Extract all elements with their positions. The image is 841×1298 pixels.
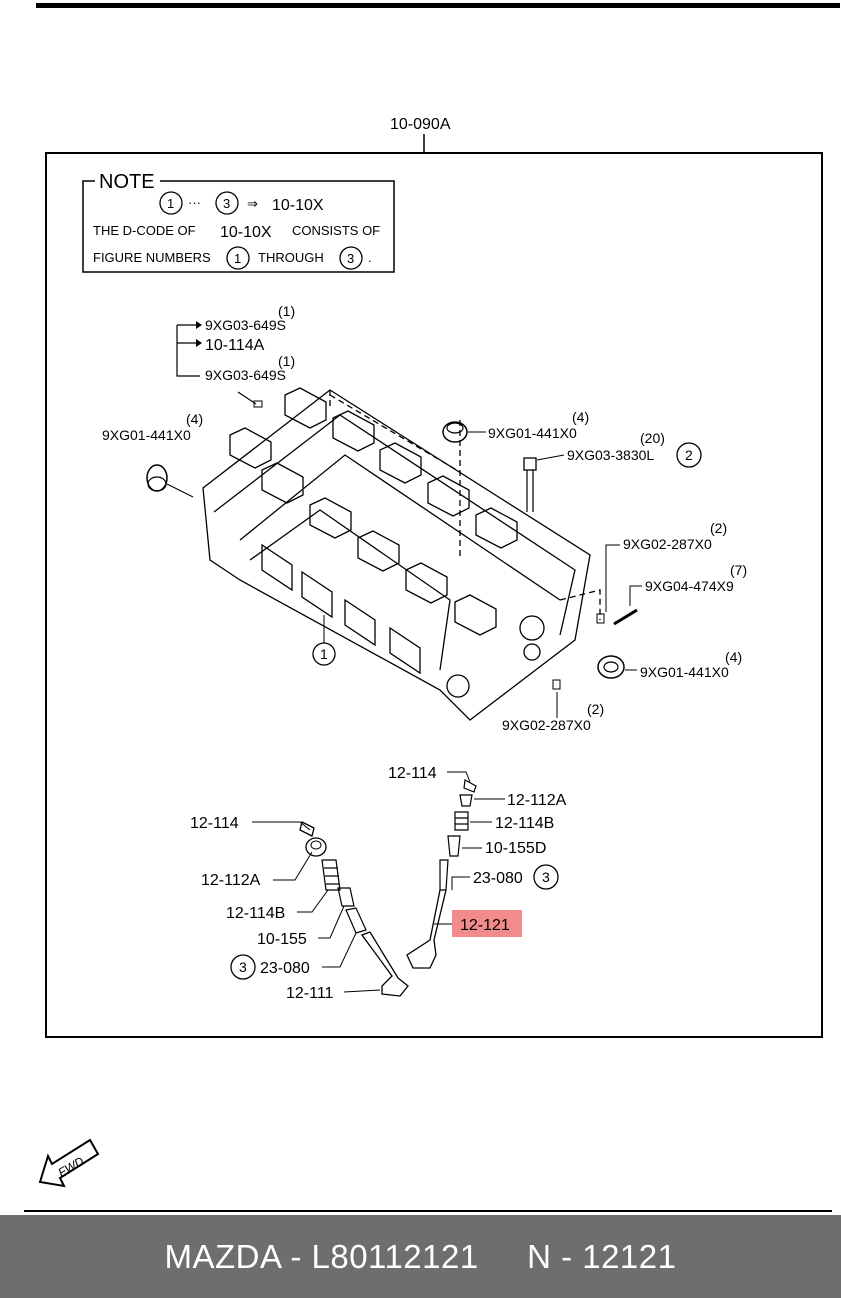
note-target: 10-10X xyxy=(272,197,324,214)
callout-a-qty: (1) xyxy=(278,303,295,319)
callout-c-qty: (1) xyxy=(278,353,295,369)
callout-h-part: 9XG04-474X9 xyxy=(645,578,734,594)
forward-arrow-icon: FWD xyxy=(38,1138,100,1188)
valve-assembly-left: 12-114 12-112A 12-114B 10-155 3 23-080 1… xyxy=(190,815,409,1002)
diagram-frame xyxy=(45,152,823,1038)
callout-f-qty: (20) xyxy=(640,430,665,446)
valve-right-label-1: 12-114 xyxy=(388,765,437,782)
callout-f: (20) 9XG03-3830L 2 xyxy=(523,430,702,512)
callout-b-part: 10-114A xyxy=(205,337,265,354)
valve-left-circle-3: 3 xyxy=(239,959,247,975)
callout-i: (4) 9XG01-441X0 xyxy=(597,649,742,680)
note-line3-end: . xyxy=(368,250,372,265)
valve-right-label-4: 10-155D xyxy=(485,840,546,857)
note-title: NOTE xyxy=(99,171,155,193)
callout-a-part: 9XG03-649S xyxy=(205,317,286,333)
valve-right-label-6: 12-121 xyxy=(460,917,510,934)
callout-g-qty: (2) xyxy=(710,520,727,536)
callout-g: (2) 9XG02-287X0 xyxy=(596,520,727,624)
valve-right-label-3: 12-114B xyxy=(495,815,554,832)
top-rule xyxy=(36,3,840,8)
valve-right-label-2: 12-112A xyxy=(507,792,567,809)
callout-h-qty: (7) xyxy=(730,562,747,578)
note-line2-a: THE D-CODE OF xyxy=(93,223,196,238)
note-arrow: ⇒ xyxy=(247,196,258,211)
note-line3-a: FIGURE NUMBERS xyxy=(93,250,211,265)
callout-j-qty: (2) xyxy=(587,701,604,717)
callout-group-top-left: (1) 9XG03-649S 10-114A (1) 9XG03-649S xyxy=(176,303,295,408)
footer-brand-part: MAZDA - L80112121 xyxy=(164,1237,479,1275)
valve-right-circle-3: 3 xyxy=(542,869,550,885)
valve-left-label-1: 12-114 xyxy=(190,815,239,832)
valve-assembly-right: 12-114 12-112A 12-114B 10-155D 23-080 3 … xyxy=(388,765,567,969)
valve-left-label-5: 23-080 xyxy=(260,960,310,977)
callout-j-part: 9XG02-287X0 xyxy=(502,717,591,733)
note-line3-b: THROUGH xyxy=(258,250,324,265)
callout-e-qty: (4) xyxy=(572,409,589,425)
note-line3-n1: 1 xyxy=(234,251,241,266)
callout-d-part: 9XG01-441X0 xyxy=(102,427,191,443)
callout-c-part: 9XG03-649S xyxy=(205,367,286,383)
callout-h: (7) 9XG04-474X9 xyxy=(613,562,747,626)
cylinder-head xyxy=(202,387,601,721)
note-range-start: 1 xyxy=(167,196,174,211)
callout-d: (4) 9XG01-441X0 xyxy=(102,411,203,498)
note-line3-n2: 3 xyxy=(347,251,354,266)
note-range-dots: ··· xyxy=(188,195,201,210)
callout-d-qty: (4) xyxy=(186,411,203,427)
callout-f-part: 9XG03-3830L xyxy=(567,447,654,463)
bottom-rule xyxy=(24,1210,832,1212)
head-figure-number: 1 xyxy=(320,646,328,662)
part-number-footer: MAZDA - L80112121 N - 12121 xyxy=(0,1215,841,1298)
footer-spacer xyxy=(479,1238,527,1276)
frame-label: 10-090A xyxy=(390,116,451,133)
valve-right-label-5: 23-080 xyxy=(473,870,523,887)
valve-left-label-2: 12-112A xyxy=(201,872,261,889)
note-range-end: 3 xyxy=(223,196,230,211)
callout-i-qty: (4) xyxy=(725,649,742,665)
note-line2-code: 10-10X xyxy=(220,224,272,241)
highlight-part-12-121 xyxy=(452,910,522,937)
callout-g-part: 9XG02-287X0 xyxy=(623,536,712,552)
callout-e: (4) 9XG01-441X0 xyxy=(442,409,589,443)
parts-diagram: 10-090A NOTE 1 ··· 3 ⇒ 10-10X THE D-CODE… xyxy=(45,116,823,1038)
callout-f-circle: 2 xyxy=(685,447,693,463)
valve-left-label-6: 12-111 xyxy=(286,985,334,1002)
note-line2-b: CONSISTS OF xyxy=(292,223,380,238)
callout-e-part: 9XG01-441X0 xyxy=(488,425,577,441)
callout-i-part: 9XG01-441X0 xyxy=(640,664,729,680)
callout-j: (2) 9XG02-287X0 xyxy=(502,679,604,733)
footer-short-code: N - 12121 xyxy=(527,1237,677,1275)
note-box: NOTE 1 ··· 3 ⇒ 10-10X THE D-CODE OF 10-1… xyxy=(82,171,395,273)
valve-left-label-4: 10-155 xyxy=(257,931,307,948)
valve-left-label-3: 12-114B xyxy=(226,905,285,922)
